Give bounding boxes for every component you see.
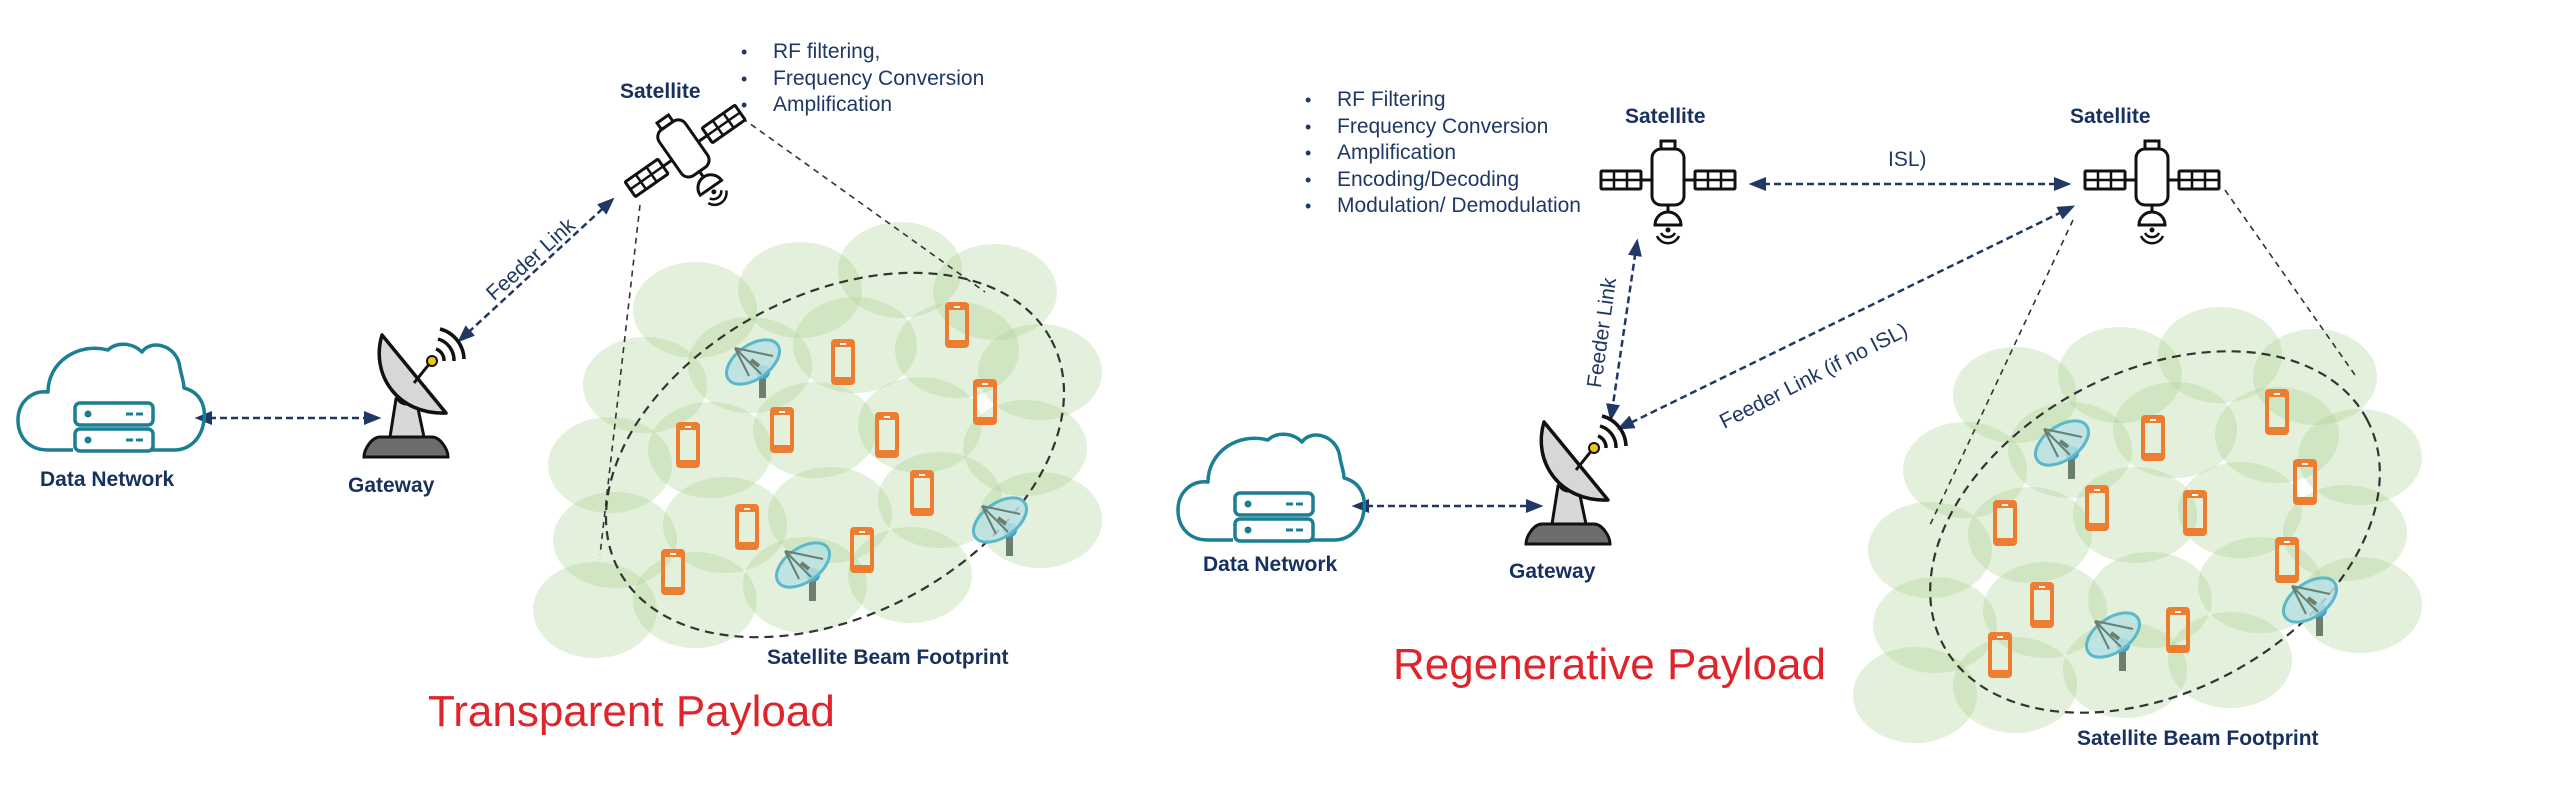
function-item: RF filtering, <box>741 39 984 66</box>
beam-cell <box>533 562 657 658</box>
beam-cell <box>1983 562 2107 658</box>
beam-cell <box>2158 307 2282 403</box>
satellite-label-right-2: Satellite <box>2070 105 2151 128</box>
function-item: Modulation/ Demodulation <box>1305 193 1581 220</box>
beam-cell <box>1903 422 2027 518</box>
beam-cell <box>878 452 1002 548</box>
beam-cells-right <box>1853 307 2422 743</box>
beam-cell <box>978 324 1102 420</box>
gateway-label-right: Gateway <box>1509 560 1596 583</box>
beam-cell <box>838 222 962 318</box>
beam-cell <box>1853 647 1977 743</box>
beam-cell <box>633 552 757 648</box>
data-network-label-right: Data Network <box>1203 553 1338 576</box>
beam-cell <box>1968 487 2092 583</box>
beam-cell <box>848 527 972 623</box>
regenerative-functions-list: RF Filtering Frequency Conversion Amplif… <box>1305 87 1581 220</box>
feeder-link-alt <box>1616 205 2076 430</box>
function-item: Frequency Conversion <box>741 66 984 93</box>
beam-cell <box>1868 502 1992 598</box>
beam-cell <box>2298 409 2422 505</box>
beam-cell <box>2168 612 2292 708</box>
gateway-dish-icon-right <box>1524 414 1628 546</box>
function-item: Amplification <box>741 92 984 119</box>
beam-footprint-outline-right <box>1929 350 2381 714</box>
beam-cell <box>858 377 982 473</box>
beam-cell <box>633 262 757 358</box>
data-network-cloud-icon-left <box>16 342 207 453</box>
beam-cell <box>895 302 1019 398</box>
isl-label: ISL) <box>1888 148 1927 171</box>
function-item: Amplification <box>1305 140 1581 167</box>
satellite-icon-right-1 <box>1599 139 1737 245</box>
beam-footprint-outline-left <box>604 271 1066 639</box>
beam-cell <box>738 242 862 338</box>
beam-cell <box>793 297 917 393</box>
beam-cell <box>768 467 892 563</box>
transparent-payload-title: Transparent Payload <box>428 687 835 736</box>
beam-edge-left-a <box>599 204 641 556</box>
beam-cell <box>553 492 677 588</box>
beam-cell <box>2178 462 2302 558</box>
function-item: RF Filtering <box>1305 87 1581 114</box>
beam-cell <box>2058 327 2182 423</box>
feeder-link-left <box>457 197 615 343</box>
regenerative-payload-section <box>1176 139 2422 743</box>
beam-cell <box>933 244 1057 340</box>
beam-edge-left-b <box>741 117 986 293</box>
gateway-dish-icon-left <box>362 327 466 459</box>
beam-cell <box>548 417 672 513</box>
footprint-label-left: Satellite Beam Footprint <box>767 646 1009 669</box>
beam-cell <box>1873 577 1997 673</box>
transparent-payload-section <box>16 79 1102 658</box>
beam-cell <box>753 382 877 478</box>
satellite-label-right-1: Satellite <box>1625 105 1706 128</box>
beam-edge-right-b <box>2224 189 2356 376</box>
gateway-label-left: Gateway <box>348 474 435 497</box>
data-network-label-left: Data Network <box>40 468 175 491</box>
satellite-icon-right-2 <box>2083 139 2221 245</box>
beam-cell <box>1953 637 2077 733</box>
beam-cell <box>2253 329 2377 425</box>
beam-cells-left <box>533 222 1102 658</box>
beam-cell <box>583 337 707 433</box>
data-network-cloud-icon-right <box>1176 432 1367 543</box>
footprint-label-right: Satellite Beam Footprint <box>2077 727 2319 750</box>
satellite-label-left: Satellite <box>620 80 701 103</box>
regenerative-payload-title: Regenerative Payload <box>1393 640 1826 689</box>
transparent-functions-list: RF filtering, Frequency Conversion Ampli… <box>741 39 984 119</box>
function-item: Frequency Conversion <box>1305 114 1581 141</box>
function-item: Encoding/Decoding <box>1305 167 1581 194</box>
